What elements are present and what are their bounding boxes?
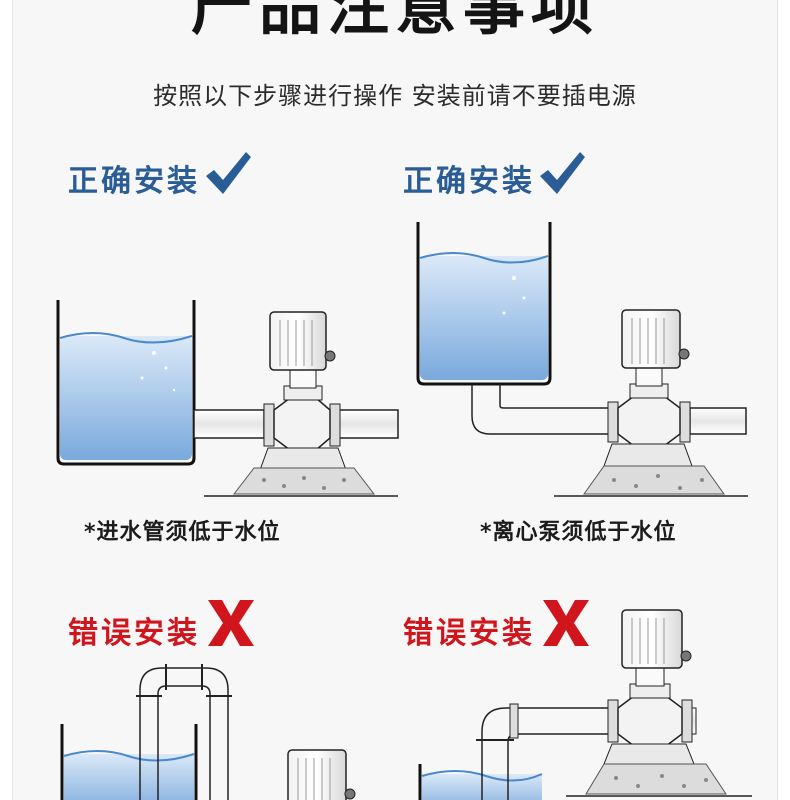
centrifugal-pump (259, 311, 347, 471)
centrifugal-pump (603, 309, 693, 467)
cross-icon (208, 600, 254, 646)
foundation (566, 763, 752, 797)
foundation (204, 467, 398, 497)
water-tank (56, 300, 196, 466)
panel-1-diagram (56, 300, 399, 497)
page-title: 产品注意事项 (190, 0, 599, 43)
water-tank (60, 724, 198, 800)
water-tank (416, 222, 552, 386)
foundation (554, 465, 748, 497)
page-subtitle: 按照以下步骤进行操作 安装前请不要插电源 (153, 82, 637, 110)
panel-3-heading: 错误安装 (68, 616, 200, 651)
check-icon (206, 152, 251, 194)
centrifugal-pump (287, 749, 356, 800)
panel-1-heading: 正确安装 (68, 164, 200, 199)
panel-1-caption: *进水管须低于水位 (84, 520, 281, 545)
panel-4-diagram (418, 609, 752, 800)
centrifugal-pump (603, 609, 695, 765)
water-tank (418, 764, 543, 800)
panel-2-diagram (416, 222, 748, 497)
panel-3-diagram (60, 664, 356, 800)
check-icon (540, 152, 585, 194)
panel-4-heading: 错误安装 (403, 616, 535, 651)
panel-2-heading: 正确安装 (403, 164, 535, 199)
panel-2-caption: *离心泵须低于水位 (480, 520, 677, 545)
cross-icon (543, 600, 589, 646)
